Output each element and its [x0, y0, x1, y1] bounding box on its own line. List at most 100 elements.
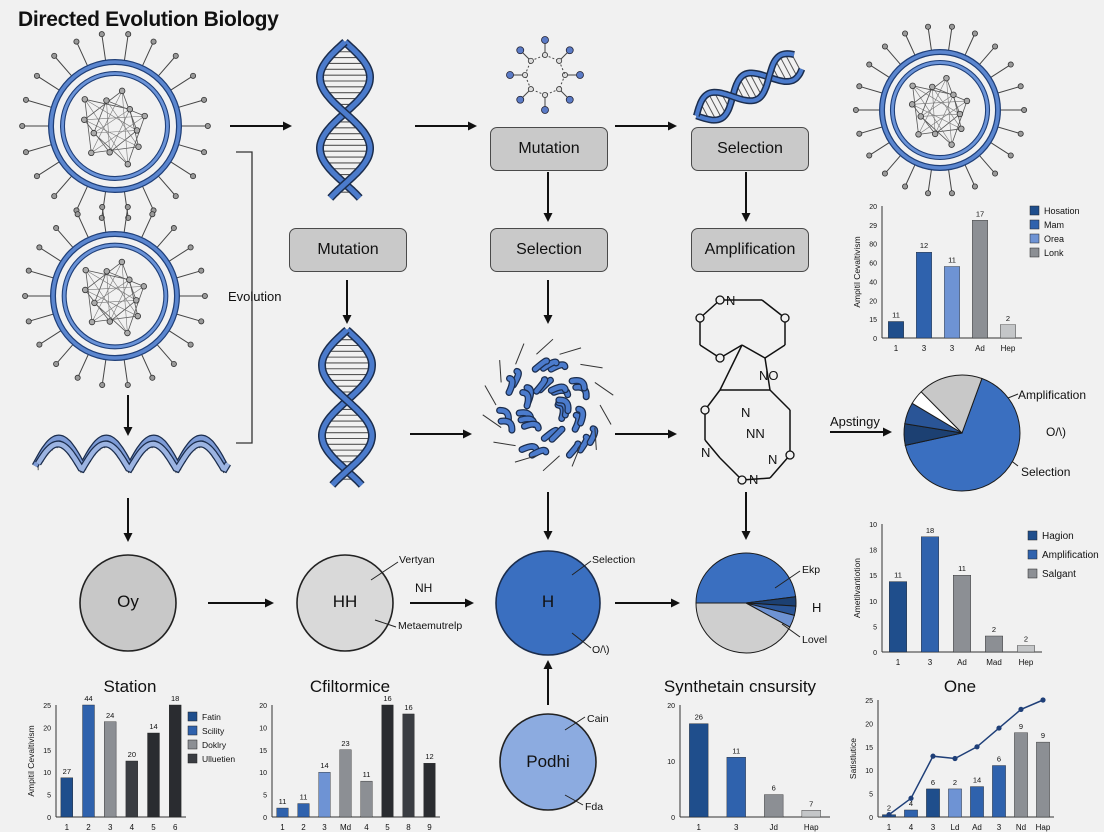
spike [140, 182, 155, 211]
core-link [91, 90, 123, 153]
line-point [908, 795, 914, 801]
helix-strand [694, 51, 795, 117]
x-tick-label: Hep [1019, 658, 1034, 667]
dna-helix-icon [693, 50, 806, 124]
spike [55, 341, 76, 365]
ribbon [549, 426, 565, 442]
y-tick-label: 10 [865, 768, 873, 775]
core-node [106, 318, 114, 325]
spike-node [204, 123, 211, 129]
x-tick-label: 3 [922, 344, 927, 353]
spike-node [852, 107, 859, 113]
core-node [126, 276, 133, 283]
y-tick-label: 20 [43, 725, 51, 732]
core-link [91, 315, 138, 323]
x-tick-label: Jd [770, 823, 778, 832]
x-tick-label: 4 [909, 823, 914, 832]
bar [147, 732, 160, 818]
spike-node [22, 149, 29, 156]
legend-swatch [1027, 530, 1038, 541]
circle-text: H [541, 592, 555, 611]
y-axis-label: Ametilvantiotion [852, 558, 862, 618]
atom [516, 46, 525, 55]
chem-bond [741, 344, 766, 359]
spike [155, 173, 177, 197]
ribbon [556, 397, 571, 413]
bar [921, 536, 940, 653]
circle-text: HH [332, 592, 358, 611]
spike-node [925, 190, 932, 197]
spike-node [1007, 152, 1014, 159]
core-node [963, 97, 971, 105]
y-tick-label: 5 [873, 624, 877, 631]
spike-node [881, 43, 888, 50]
core-node [82, 286, 89, 294]
spike [963, 161, 976, 187]
core-link [84, 289, 111, 322]
x-tick-label: Hap [1036, 823, 1051, 832]
core-link [912, 85, 961, 115]
y-tick-label: 0 [671, 815, 675, 822]
core-node [103, 268, 110, 275]
spike-node [170, 360, 177, 367]
legend-label: Scility [202, 726, 225, 736]
core-link [106, 100, 139, 147]
spike [884, 152, 904, 174]
core-link [920, 86, 933, 117]
atom [516, 95, 525, 104]
spike-node [51, 52, 58, 59]
mutation-label: Mutation [518, 140, 580, 157]
amplification-label: Amplification [704, 241, 796, 258]
y-tick-label: 0 [873, 650, 877, 657]
atom [527, 57, 534, 64]
spike-node [198, 267, 205, 274]
x-tick-label: 1 [697, 823, 702, 832]
bar-chart-mid-right: 051015181011118311Ad2Mad2HepAmetilvantio… [852, 522, 1099, 667]
core-link [109, 299, 137, 322]
spike [77, 351, 91, 378]
core-link [91, 261, 123, 323]
spike [101, 188, 107, 218]
callout-label: Vertyan [399, 554, 435, 566]
legend-swatch [1029, 247, 1040, 258]
spike-node [74, 211, 81, 218]
core-node [82, 266, 89, 274]
core-link [109, 109, 131, 153]
bar-chart-top-right: 01520406080292011112311317Ad2HepAmpitil … [852, 204, 1080, 353]
chem-atom-label: NO [759, 368, 779, 383]
y-tick-label: 10 [869, 599, 877, 606]
core-link [946, 78, 952, 145]
loop [559, 347, 582, 355]
spike [927, 26, 933, 54]
chem-atom-label: NN [746, 426, 765, 441]
atom [556, 86, 563, 93]
core-link [83, 119, 110, 153]
y-tick-label: 60 [869, 261, 877, 268]
line-point [1040, 697, 1046, 703]
chart-title: One [943, 677, 977, 696]
spike [884, 46, 904, 68]
y-tick-label: 40 [869, 279, 877, 286]
core-link [106, 100, 145, 117]
atom [542, 52, 549, 59]
spike [123, 206, 129, 236]
spike-node [150, 38, 157, 45]
data-label: 11 [948, 256, 956, 265]
core-link [84, 261, 123, 291]
atom [506, 71, 514, 79]
spike [167, 159, 194, 177]
loop [499, 360, 502, 383]
core-link [934, 113, 961, 135]
spike-node [73, 38, 80, 45]
core-node [124, 161, 132, 168]
legend-swatch [1027, 568, 1038, 579]
y-tick-label: 25 [865, 698, 873, 705]
pie-slice [695, 552, 797, 604]
capsid-ring [880, 50, 1000, 170]
bar [970, 786, 984, 818]
y-tick-label: 20 [869, 298, 877, 305]
core-link [912, 85, 954, 96]
ribbon [532, 358, 549, 372]
core-node [931, 130, 939, 138]
